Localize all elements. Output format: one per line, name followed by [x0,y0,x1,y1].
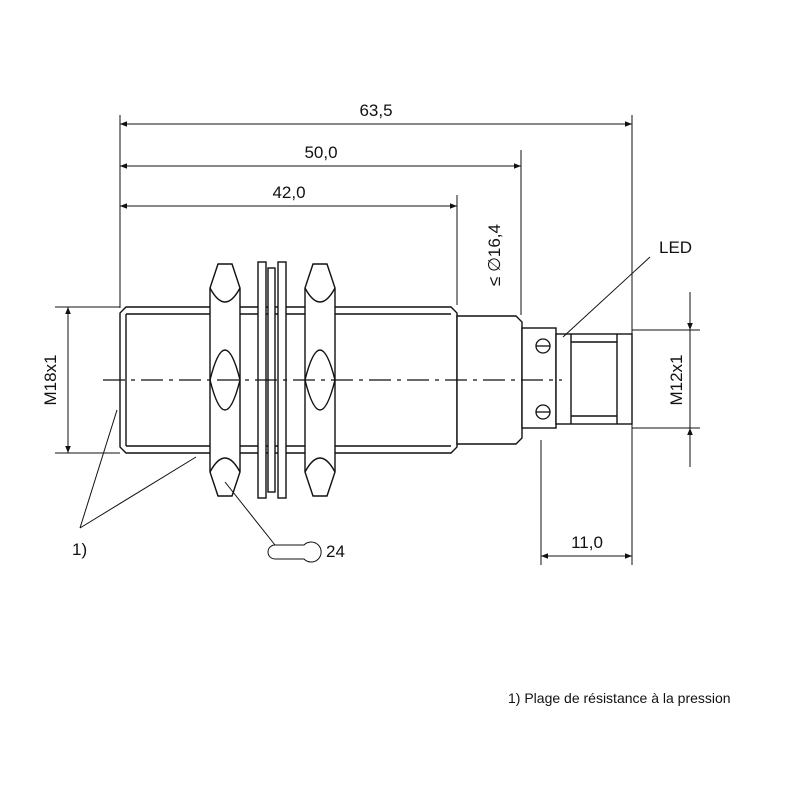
hex-nut-right-facet-bottom [304,457,336,473]
wrench-size-label: 24 [326,542,345,561]
diameter-label: ≤ ∅16,4 [485,224,504,286]
housing-length-label: 50,0 [304,143,337,162]
led-label: LED [659,238,692,257]
wrench-icon [267,541,322,563]
hex-nut-left-facet-bottom [209,457,241,473]
overall-length-label: 63,5 [359,101,392,120]
wrench-leader [224,481,276,546]
threaded-housing [119,306,458,454]
note-marker-label: 1) [72,540,87,559]
connector-length-label: 11,0 [571,533,603,552]
m12-connector [555,333,633,425]
thread-length-label: 42,0 [272,183,305,202]
footnote: 1) Plage de résistance à la pression [508,690,731,706]
hex-nut-right [304,263,336,497]
hex-nut-right-facet-top [304,287,336,303]
led-leader [562,256,651,338]
note-leader-1 [79,409,118,529]
m12-thread-label: M12x1 [667,354,686,405]
hex-nut-left-facet-top [209,287,241,303]
m18-thread-label: M18x1 [41,354,60,405]
hex-nut-left-facet-middle [209,349,241,411]
note-leader-2 [79,456,197,529]
